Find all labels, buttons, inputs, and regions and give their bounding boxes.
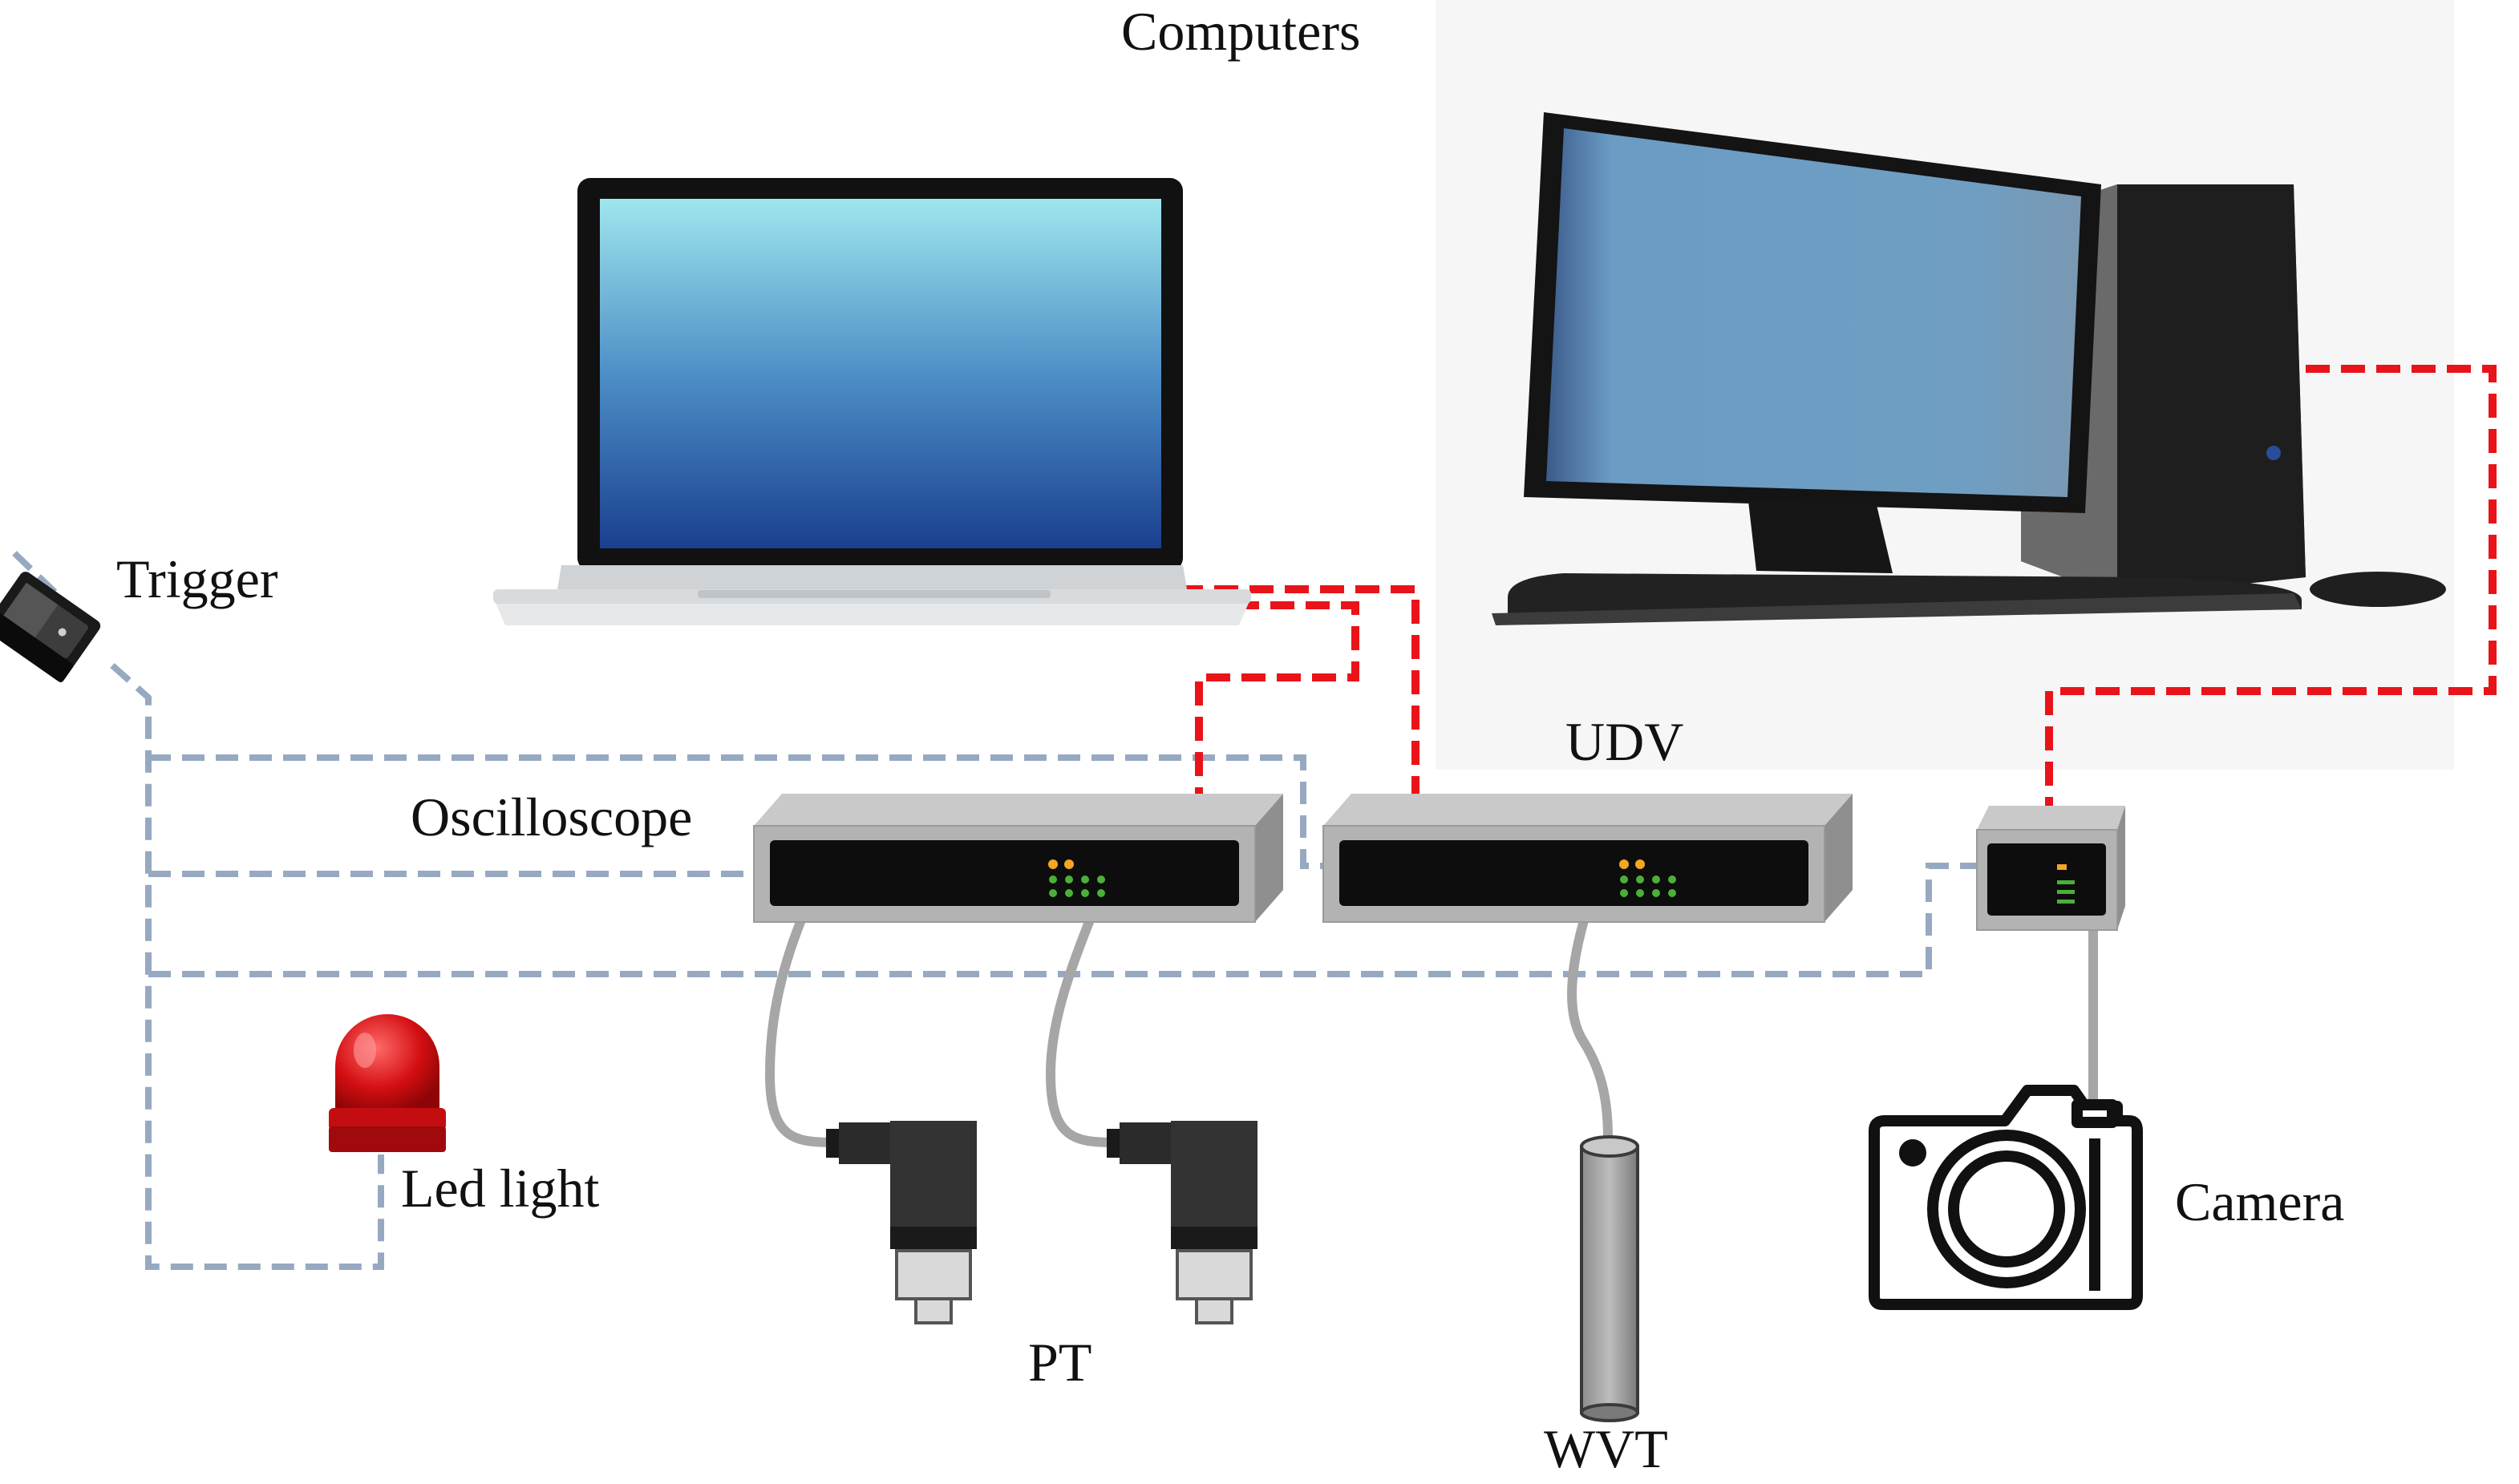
computers-label: Computers <box>1121 1 1360 62</box>
udv-box-icon <box>1322 794 1853 923</box>
led-light-label: Led light <box>401 1158 600 1219</box>
pt-label: PT <box>1028 1332 1091 1393</box>
pressure-transducer-icon <box>826 1121 977 1324</box>
wvt-label: WVT <box>1544 1418 1668 1479</box>
trigger-network <box>12 551 1981 1270</box>
rocker-switch-icon <box>0 572 101 682</box>
sensor-cables <box>764 913 2098 1147</box>
camera-interface-box-icon <box>1976 806 2125 931</box>
cylindrical-probe-icon <box>1580 1135 1639 1422</box>
diagram-labels: Computers Trigger Oscilloscope UDV Led l… <box>116 1 2344 1479</box>
oscilloscope-label: Oscilloscope <box>411 786 692 847</box>
data-links <box>1179 365 2497 816</box>
oscilloscope-box-icon <box>753 794 1283 923</box>
camera-label: Camera <box>2175 1171 2344 1232</box>
laptop-icon <box>493 178 1251 625</box>
camera-icon <box>1869 1085 2143 1310</box>
udv-label: UDV <box>1565 711 1683 772</box>
trigger-label: Trigger <box>116 548 278 609</box>
warning-light-icon <box>329 1014 446 1152</box>
pressure-transducer-icon <box>1107 1121 1257 1324</box>
desktop-computer-icon <box>1492 112 2446 625</box>
